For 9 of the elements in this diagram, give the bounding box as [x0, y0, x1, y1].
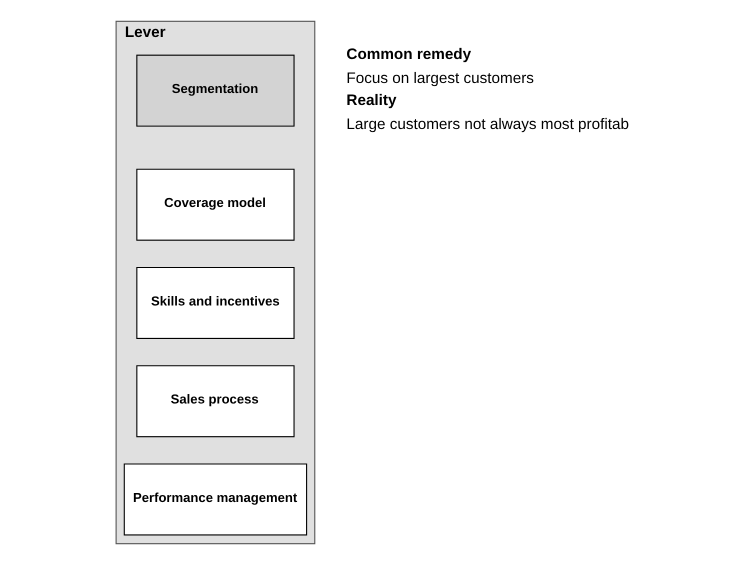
node-box: Sales process [136, 365, 294, 438]
label: Focus on largest customers [346, 70, 534, 88]
label: Common remedy [346, 46, 471, 64]
node-box: Segmentation [136, 54, 294, 127]
label: Reality [346, 92, 396, 110]
node-box: Coverage model [136, 168, 294, 241]
node-box: Skills and incentives [136, 266, 294, 339]
label: Large customers not always most profitab [346, 116, 628, 134]
node-box: Performance management [123, 463, 307, 536]
